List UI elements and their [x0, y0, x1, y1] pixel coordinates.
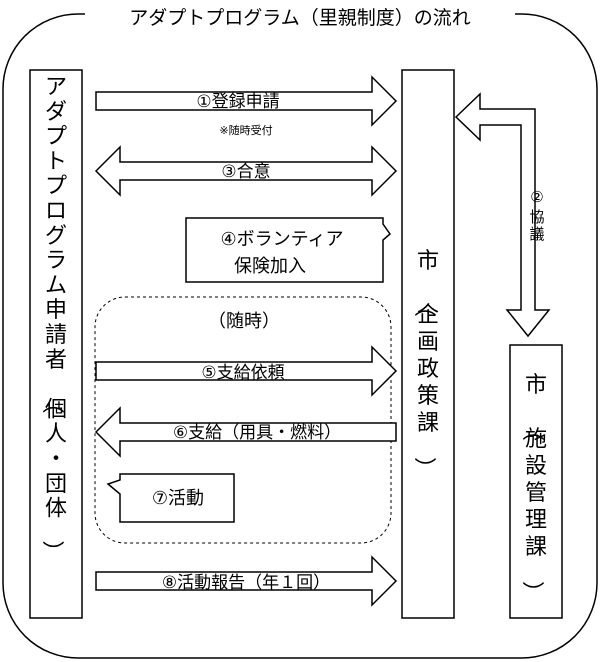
city-planning-box-label: 市（企画政策課）	[411, 249, 439, 479]
city-facility-box-label: 市（施設管理課）	[519, 373, 547, 603]
step2-number: ②	[530, 188, 543, 206]
arrow-registration	[95, 75, 398, 127]
callout-activity	[106, 473, 235, 523]
applicant-box	[29, 69, 83, 619]
step4-label-line2: 保険加入	[234, 256, 306, 277]
step3-label: ③合意	[221, 162, 270, 182]
arrow-supply-request	[95, 345, 398, 397]
step7-label: ⑦活動	[152, 488, 204, 509]
applicant-box-label: アダプトプログラム申請者（個人・団体）	[39, 75, 67, 562]
arrow-report	[95, 555, 398, 607]
step1-note: ※随時受付	[219, 123, 272, 137]
anytime-label: （随時）	[208, 311, 280, 332]
arrow-agreement	[94, 145, 398, 197]
title-background	[85, 2, 515, 30]
step8-label: ⑧活動報告（年１回）	[162, 573, 330, 593]
arrow-supply	[94, 406, 397, 458]
step4-label-line1: ④ボランティア	[220, 229, 343, 250]
callout-insurance	[185, 217, 392, 283]
step5-label: ⑤支給依頼	[201, 363, 284, 383]
city-planning-box	[401, 69, 455, 619]
step2-label: 協議	[529, 208, 544, 243]
step1-label: ①登録申請	[196, 92, 279, 112]
city-facility-box	[509, 344, 563, 619]
diagram-title: アダプトプログラム（里親制度）の流れ	[129, 7, 470, 29]
step6-label: ⑥支給（用具・燃料）	[173, 423, 341, 443]
arrow-consultation	[454, 92, 551, 338]
